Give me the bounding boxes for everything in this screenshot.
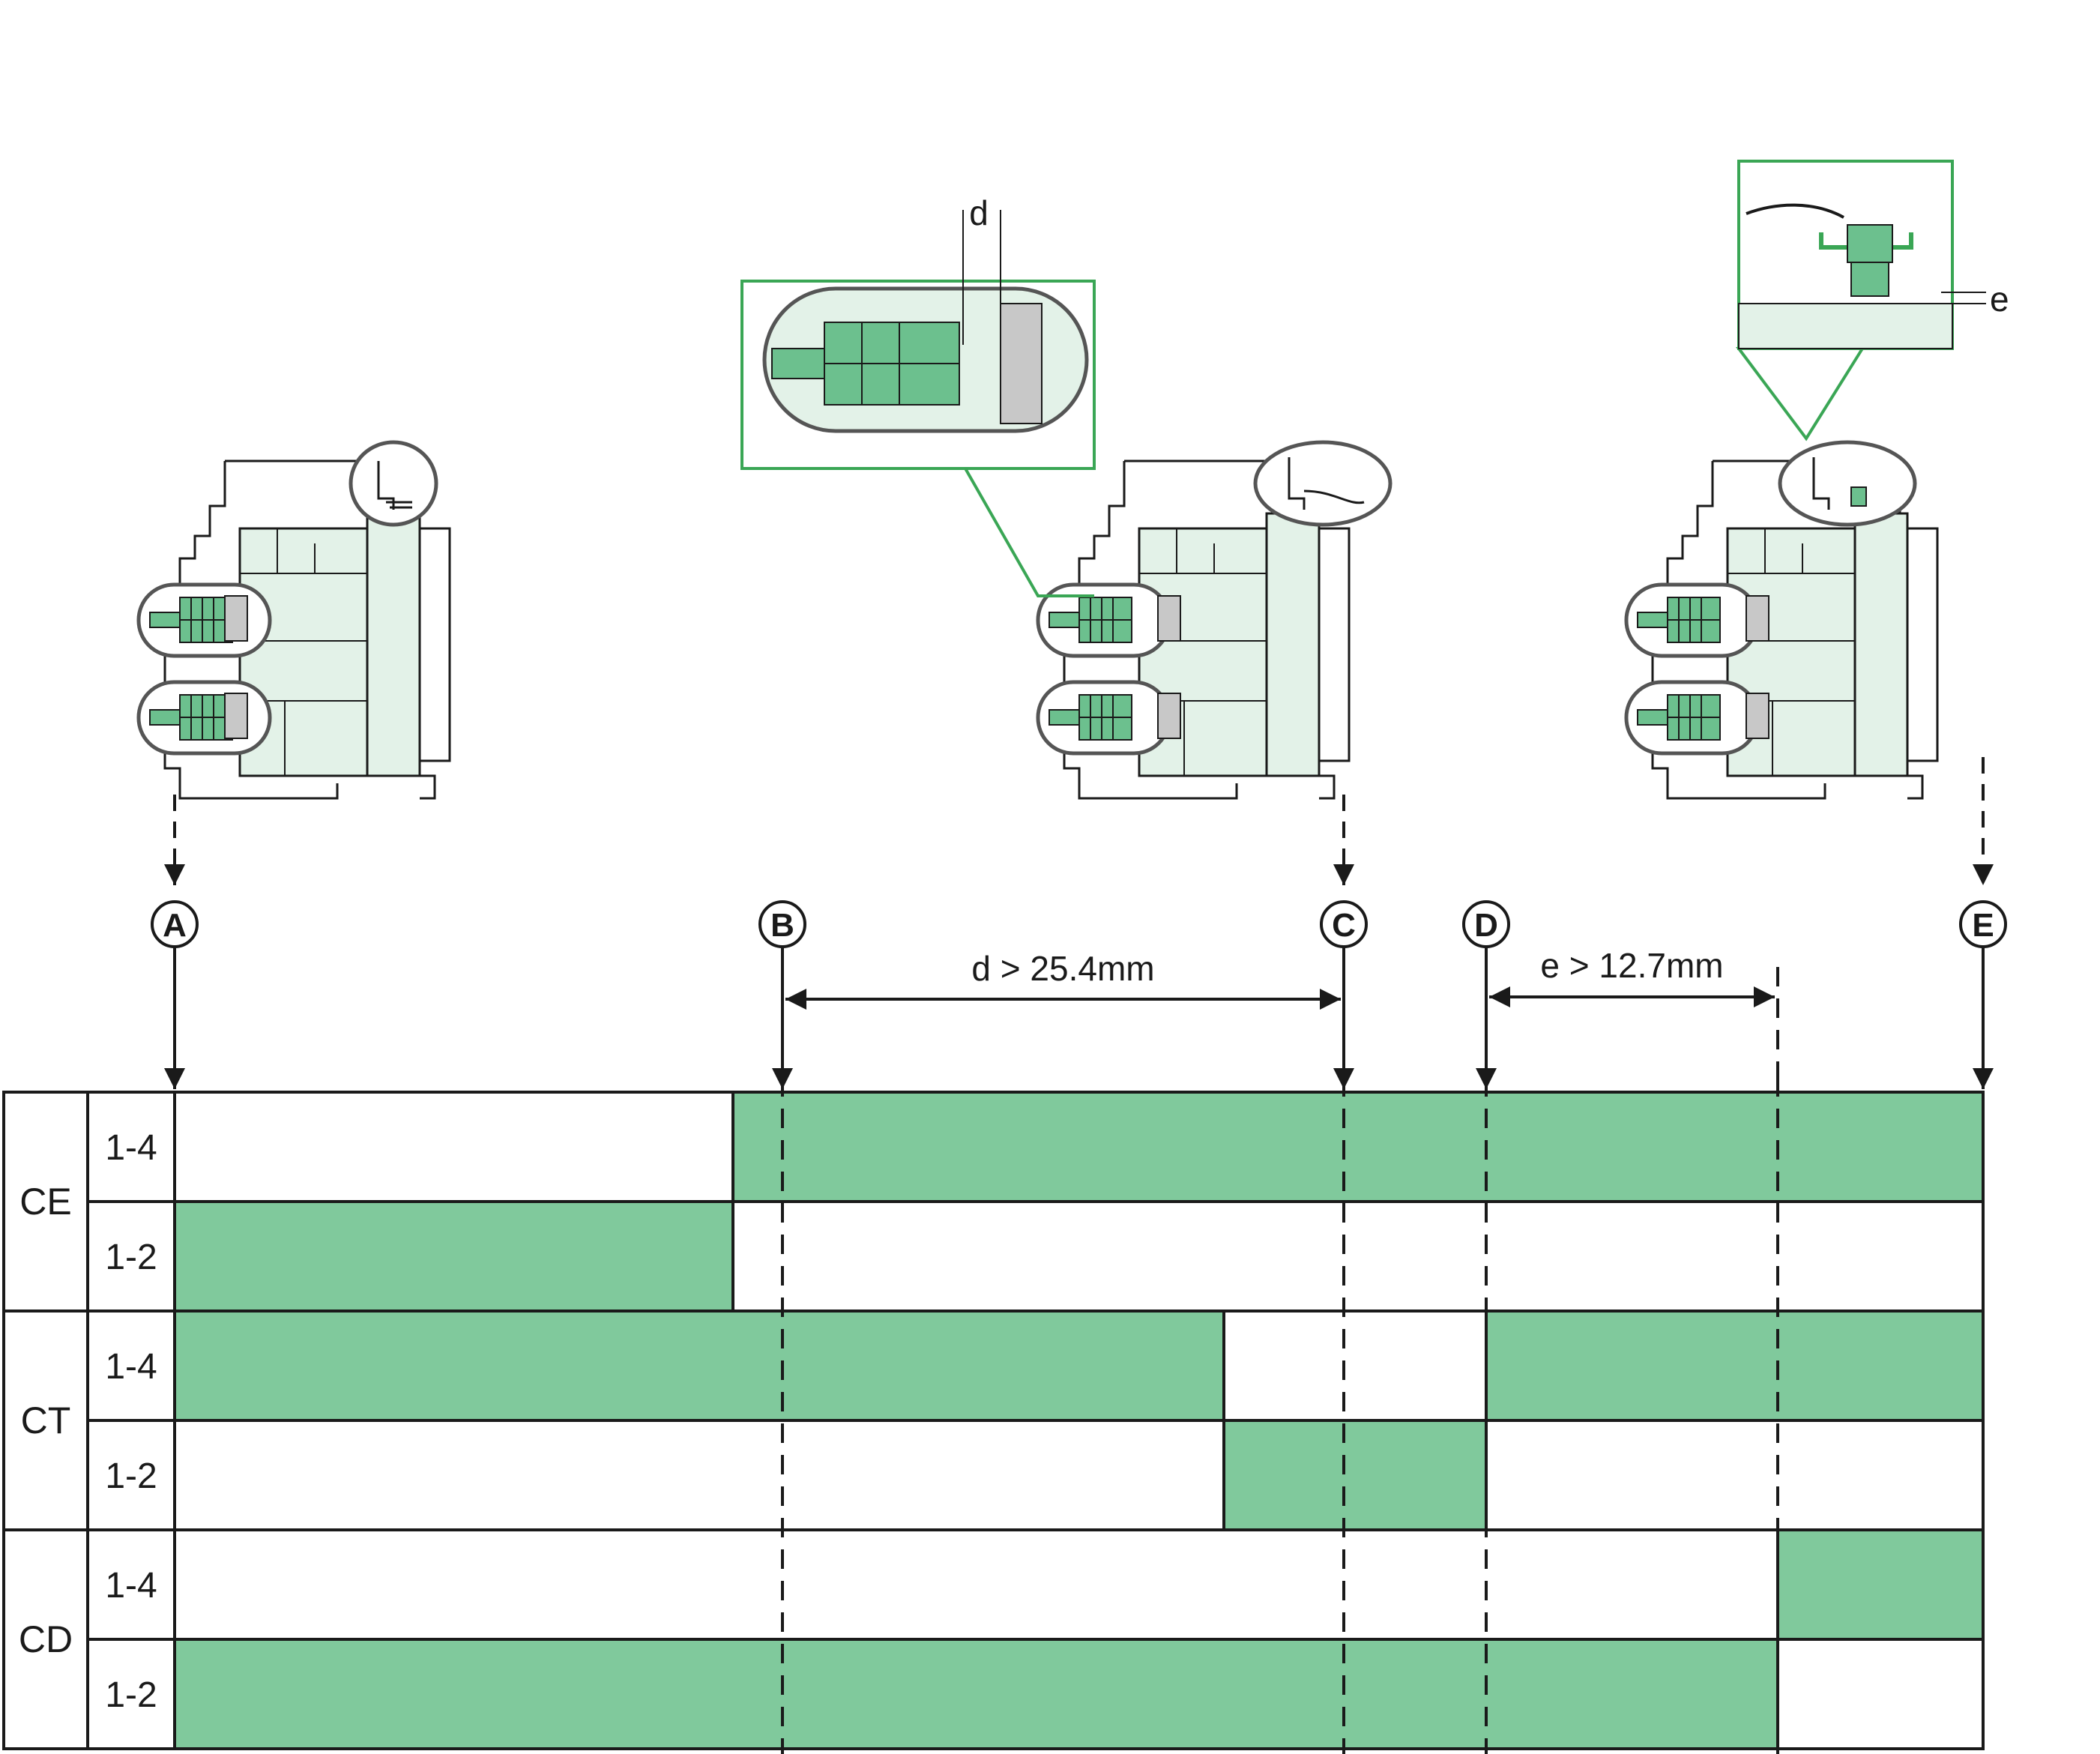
segment-off bbox=[1776, 1638, 1985, 1750]
row-label-cell bbox=[86, 1638, 176, 1750]
group-cell-ce bbox=[2, 1091, 89, 1313]
marker-e: E bbox=[1959, 900, 2007, 1089]
device-illustration-e bbox=[1624, 440, 1939, 800]
group-label: CE bbox=[19, 1181, 71, 1223]
segment-on bbox=[1485, 1310, 1985, 1422]
marker-label: A bbox=[163, 907, 187, 944]
segment-off bbox=[731, 1200, 1985, 1313]
segment-on bbox=[731, 1091, 1985, 1203]
marker-label: E bbox=[1972, 907, 1994, 944]
segment-on bbox=[1776, 1528, 1985, 1641]
segment-on bbox=[1222, 1419, 1488, 1531]
dimension-d-label: d > 25.4mm bbox=[971, 949, 1154, 988]
row-label-cell bbox=[86, 1200, 176, 1313]
marker-label: C bbox=[1332, 907, 1356, 944]
marker-a: A bbox=[151, 900, 199, 1089]
contact-label: 1-4 bbox=[105, 1128, 157, 1168]
row-label-cell bbox=[86, 1419, 176, 1531]
contact-label: 1-2 bbox=[105, 1675, 157, 1715]
group-cell-cd bbox=[2, 1528, 89, 1750]
callout-d-label: d bbox=[969, 193, 989, 232]
callout-e-label: e bbox=[1990, 280, 2009, 319]
top-zoom-circle bbox=[1778, 440, 1917, 527]
row-label-cell bbox=[86, 1528, 176, 1641]
marker-c: C bbox=[1320, 900, 1368, 1089]
contact-label: 1-2 bbox=[105, 1238, 157, 1277]
segment-on bbox=[173, 1310, 1225, 1422]
zoom-callout-e: e bbox=[1736, 160, 2009, 441]
group-label: CT bbox=[21, 1399, 71, 1441]
segment-off bbox=[173, 1419, 1225, 1531]
top-zoom-circle bbox=[1253, 440, 1393, 527]
device-illustration-c bbox=[1036, 440, 1393, 800]
marker-label: B bbox=[770, 907, 794, 944]
position-markers: A B C D E bbox=[151, 757, 2007, 1092]
marker-d: D bbox=[1462, 900, 1510, 1089]
segment-on bbox=[173, 1200, 734, 1313]
contact-label: 1-2 bbox=[105, 1456, 157, 1496]
segment-off bbox=[1485, 1419, 1985, 1531]
segment-on bbox=[173, 1638, 1779, 1750]
group-label: CD bbox=[19, 1618, 73, 1660]
marker-label: D bbox=[1474, 907, 1498, 944]
group-cell-ct bbox=[2, 1310, 89, 1531]
zoom-callout-d: d bbox=[740, 193, 1096, 597]
segment-off bbox=[173, 1528, 1779, 1641]
segment-off bbox=[173, 1091, 734, 1203]
segment-off bbox=[1222, 1310, 1488, 1422]
contact-label: 1-4 bbox=[105, 1347, 157, 1387]
contact-label: 1-4 bbox=[105, 1566, 157, 1606]
top-zoom-circle bbox=[349, 440, 438, 527]
dimension-e-label: e > 12.7mm bbox=[1540, 946, 1723, 985]
row-label-cell bbox=[86, 1091, 176, 1203]
marker-b: B bbox=[758, 900, 806, 1089]
device-illustration-a bbox=[136, 440, 451, 800]
